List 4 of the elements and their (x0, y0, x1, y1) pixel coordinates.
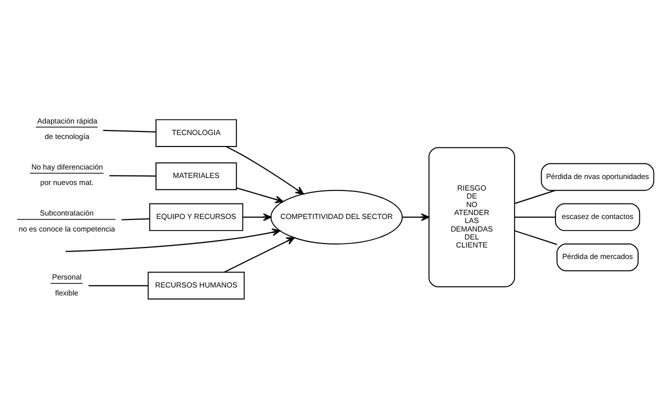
node-text: No hay diferenciación por nuevos mat. (31, 162, 103, 187)
node-text: Adaptación rápida de tecnología (37, 116, 98, 141)
node-text: Personal flexible (52, 272, 82, 297)
node-text: Subcontratación no es conoce la competencia (18, 208, 116, 233)
